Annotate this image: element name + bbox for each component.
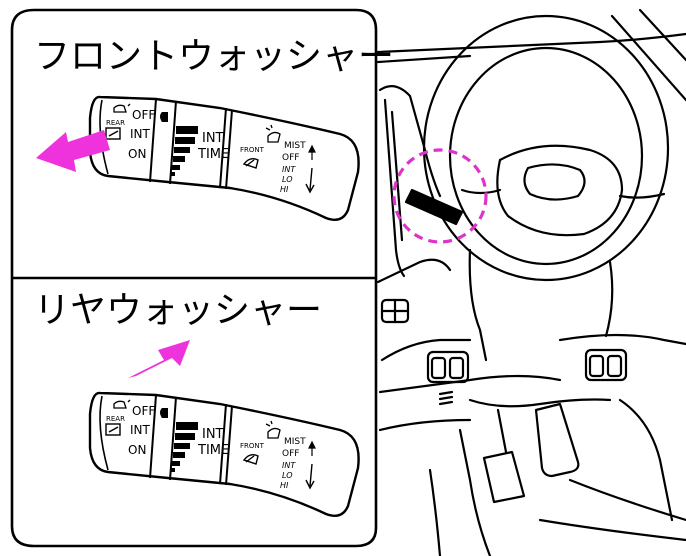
pedal-accelerator [482,450,526,504]
wiper-stalk-callout [404,188,464,226]
wiper-down-arrow [305,167,315,194]
dashboard-illustration [376,8,686,556]
front-pos-int: INT [282,165,296,174]
front-pos-mist: MIST [284,141,306,151]
int-time-label-1: INT [202,427,224,442]
front-pos-int: INT [282,461,296,470]
rear-pos-int: INT [130,423,151,437]
front-pos-off: OFF [282,153,299,163]
front-label: FRONT [240,442,265,450]
front-label: FRONT [240,146,265,154]
front-washer-pull-arrow [36,130,110,172]
rear-label: REAR [106,415,125,423]
front-wiper-icon [242,157,259,169]
switch-panel-right [584,348,628,382]
steering-hub [496,144,624,237]
rear-washer-icon [105,127,121,140]
switch-panel-left [426,350,470,384]
rear-pos-on: ON [128,443,146,457]
stalk-location-circle [392,148,488,244]
dashboard-outline [378,85,442,198]
rear-wiper-icon [113,399,131,409]
rear-washer-stalk: REAR OFF INT ON INT TIME FRONT MIST OFF … [88,391,360,517]
steering-wheel [422,14,670,282]
rear-washer-icon [105,423,121,436]
rear-pos-off: OFF [132,404,155,418]
rear-pos-int: INT [130,127,151,141]
wiper-down-arrow [305,463,315,490]
front-pos-off: OFF [282,449,299,459]
front-pos-hi: HI [280,185,289,194]
int-time-label-2: TIME [197,443,229,458]
pedal-brake [534,402,580,478]
stalk-body [88,391,360,517]
mist-up-arrow [308,440,316,456]
front-washer-icon [265,124,281,143]
rear-washer-push-arrow [128,340,190,378]
front-pos-lo: LO [282,471,293,480]
windshield-frame [376,32,686,54]
front-washer-icon [265,420,281,439]
rear-wiper-icon [113,103,131,113]
mist-up-arrow [308,144,316,160]
int-time-label-2: TIME [197,147,229,162]
front-pos-hi: HI [280,481,289,490]
rear-pos-off: OFF [132,108,155,122]
front-pos-mist: MIST [284,437,306,447]
rear-washer-title: リヤウォッシャー [34,290,322,331]
rear-pos-on: ON [128,147,146,161]
front-pos-lo: LO [282,175,293,184]
rear-label: REAR [106,119,125,127]
front-wiper-icon [242,453,259,465]
int-time-label-1: INT [202,131,224,146]
front-washer-title: フロントウォッシャー [34,36,394,77]
